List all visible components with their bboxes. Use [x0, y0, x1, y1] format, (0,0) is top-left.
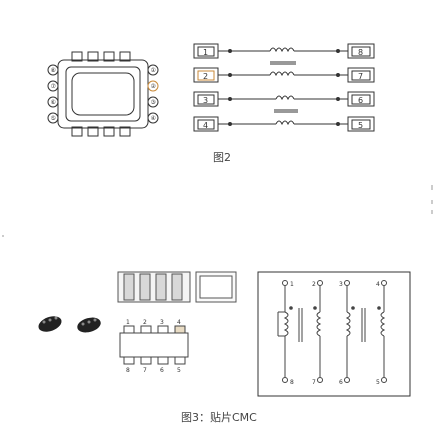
schematic-top-pin-1: 1	[290, 281, 294, 288]
schematic-bottom-pin-8: 8	[290, 379, 294, 386]
chip-right-pin-2: ②	[151, 83, 157, 90]
footprint-bottom-pin-8: 8	[126, 367, 130, 374]
schematic-bottom-pin-7: 7	[312, 379, 316, 386]
smd-footprint	[119, 325, 189, 365]
figure-2-caption: 图2	[213, 151, 231, 164]
figure-3-caption: 图3：贴片CMC	[181, 411, 257, 424]
schematic-windings	[218, 47, 348, 126]
schematic-top-pin-2: 2	[312, 281, 316, 288]
schematic-right-pin-6: 6	[358, 96, 363, 105]
chip-left-pin-3: ⑥	[51, 99, 56, 106]
chip-right-pin-1: ①	[151, 67, 156, 74]
cmc-schematic-frame	[257, 271, 411, 397]
schematic-left-pin-4: 4	[203, 121, 208, 130]
smd-chip-photo-1	[38, 316, 62, 332]
cmc-schematic-coils	[277, 280, 387, 383]
schematic-top-pin-4: 4	[376, 281, 380, 288]
chip-left-pin-markers	[47, 64, 59, 124]
smd-chip-photo-2	[77, 317, 101, 333]
schematic-left-pin-3: 3	[203, 96, 208, 105]
footprint-top-pin-2: 2	[143, 319, 147, 326]
schematic-bottom-pin-6: 6	[339, 379, 343, 386]
footprint-top-pin-4: 4	[177, 319, 181, 326]
schematic-right-pin-7: 7	[358, 72, 363, 81]
footprint-bottom-pin-5: 5	[177, 367, 181, 374]
footprint-top-pin-3: 3	[160, 319, 164, 326]
footprint-bottom-pin-6: 6	[160, 367, 164, 374]
schematic-right-pin-5: 5	[358, 121, 363, 130]
schematic-top-pin-3: 3	[339, 281, 343, 288]
chip-right-pin-markers	[147, 64, 159, 124]
chip-right-pin-4: ④	[151, 115, 156, 122]
chip-left-pin-1: ⑧	[51, 67, 56, 74]
schematic-left-pin-1: 1	[203, 48, 208, 57]
smd-cmc-top-view	[117, 271, 237, 303]
chip-left-pin-4: ⑤	[51, 115, 56, 122]
footprint-top-pin-1: 1	[126, 319, 130, 326]
edge-marks	[2, 185, 433, 237]
schematic-left-pin-2: 2	[203, 72, 208, 81]
schematic-bottom-pin-5: 5	[376, 379, 380, 386]
chip-left-pin-2: ⑦	[51, 83, 57, 90]
chip-right-pin-3: ③	[151, 99, 156, 106]
cmc-chip-package	[57, 51, 149, 137]
schematic-right-pin-8: 8	[358, 48, 363, 57]
footprint-bottom-pin-7: 7	[143, 367, 147, 374]
